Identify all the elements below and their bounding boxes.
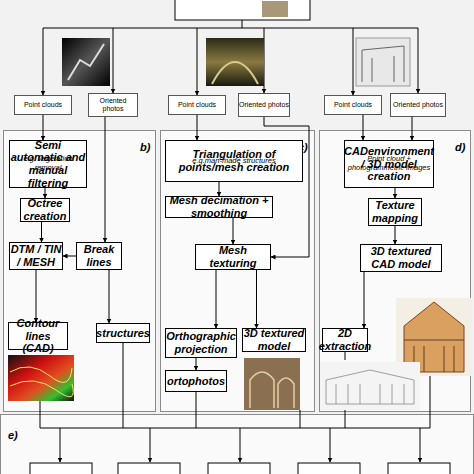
- interior-photo: [362, 46, 404, 82]
- flow-arrow: [412, 117, 413, 140]
- point-cloud-image: [62, 38, 110, 86]
- process-box: 3D textured CAD model: [360, 244, 442, 272]
- output-boxes: [30, 463, 450, 474]
- node-text: ortophotos: [167, 375, 225, 388]
- interior-photo: [356, 38, 410, 86]
- building-model-image: [404, 302, 464, 372]
- flow-arrow: [364, 272, 365, 328]
- node-text: Point clouds: [24, 101, 62, 109]
- node-text: Contour lines (CAD): [9, 317, 67, 355]
- section-label: b): [140, 141, 150, 153]
- textured-model-image: [244, 358, 300, 410]
- node-text: 3D textured CAD model: [361, 245, 441, 270]
- node-text: Mesh texturing: [196, 244, 270, 269]
- node-text: Orthographic projection: [166, 330, 236, 355]
- process-box: 2D extraction: [322, 328, 368, 352]
- node-text: Oriented photos: [393, 101, 443, 109]
- process-box: Triangulation of points/mesh creatione.g…: [165, 140, 303, 182]
- distribution-lines: [43, 20, 418, 95]
- input-box: Point clouds: [168, 95, 226, 115]
- process-box: Semi automatic and manual filteringe.g. …: [9, 140, 87, 188]
- flow-arrow: [363, 115, 364, 140]
- textured-model-image: [250, 372, 294, 408]
- process-box: Texture mapping: [368, 198, 422, 226]
- input-box: Point clouds: [14, 95, 72, 115]
- node-text: Point clouds: [334, 101, 372, 109]
- contour-image: [8, 355, 74, 401]
- node-text: DTM / TIN / MESH: [10, 243, 62, 268]
- section-label: e): [8, 429, 18, 441]
- node-text: Mesh decimation + smoothing: [166, 194, 272, 219]
- point-cloud-image: [68, 44, 104, 80]
- flow-arrow: [216, 270, 217, 328]
- flow-arrow: [63, 256, 76, 257]
- node-text: 2D extraction: [319, 327, 372, 352]
- contour-image: [10, 367, 73, 397]
- flow-arrow: [395, 226, 396, 244]
- cad-drawing-image: [326, 370, 414, 404]
- input-box: Point clouds: [324, 95, 382, 115]
- node-text: 3D textured model: [243, 327, 305, 352]
- input-box: Oriented photos: [238, 93, 290, 117]
- node-text: Semi automatic and manual filtering: [10, 139, 86, 190]
- process-box: CADenvironment / 3D model creationPoint …: [344, 140, 434, 188]
- process-box: DTM / TIN / MESH: [9, 242, 63, 270]
- node-text: Octree creation: [21, 197, 69, 222]
- source-photo: [262, 1, 288, 17]
- input-box: Oriented photos: [390, 93, 446, 117]
- flow-arrow: [256, 270, 257, 328]
- node-text: Break lines: [77, 243, 121, 268]
- process-box: ortophotos: [165, 370, 227, 392]
- process-box: 3D textured model: [242, 328, 306, 352]
- flow-arrow: [219, 182, 220, 196]
- process-box: Contour lines (CAD): [8, 322, 68, 350]
- node-text: Oriented photos: [89, 97, 137, 112]
- node-text: CADenvironment / 3D model creation: [344, 145, 434, 183]
- process-box: structures: [96, 323, 150, 343]
- flow-arrow: [197, 115, 198, 140]
- flow-arrow: [264, 117, 309, 257]
- flow-arrow: [233, 218, 234, 244]
- cad-drawing-image: [320, 362, 420, 410]
- flow-arrow: [41, 222, 42, 242]
- process-box: Mesh texturing: [195, 244, 271, 270]
- node-text: Point clouds: [178, 101, 216, 109]
- vault-photo: [206, 38, 264, 86]
- flow-arrow: [109, 270, 110, 323]
- process-box: Orthographic projection: [165, 328, 237, 358]
- flow-arrow: [196, 358, 197, 370]
- node-text: Oriented photos: [239, 101, 289, 109]
- process-box: Break lines: [76, 242, 122, 270]
- flow-arrow: [43, 115, 44, 140]
- flow-arrow: [395, 188, 396, 198]
- vault-photo: [212, 62, 258, 84]
- node-text: Triangulation of points/mesh creation: [166, 148, 302, 173]
- node-text: structures: [96, 327, 150, 340]
- flow-arrow: [36, 270, 37, 322]
- node-text: Texture mapping: [369, 199, 421, 224]
- process-box: Mesh decimation + smoothing: [165, 196, 273, 218]
- input-box: Oriented photos: [88, 93, 138, 117]
- section-label: d): [455, 141, 465, 153]
- output-lines: [40, 343, 430, 462]
- source-box: [175, 0, 310, 20]
- flow-arrow: [105, 117, 106, 242]
- flow-arrow: [45, 188, 46, 198]
- process-box: Octree creation: [20, 198, 70, 222]
